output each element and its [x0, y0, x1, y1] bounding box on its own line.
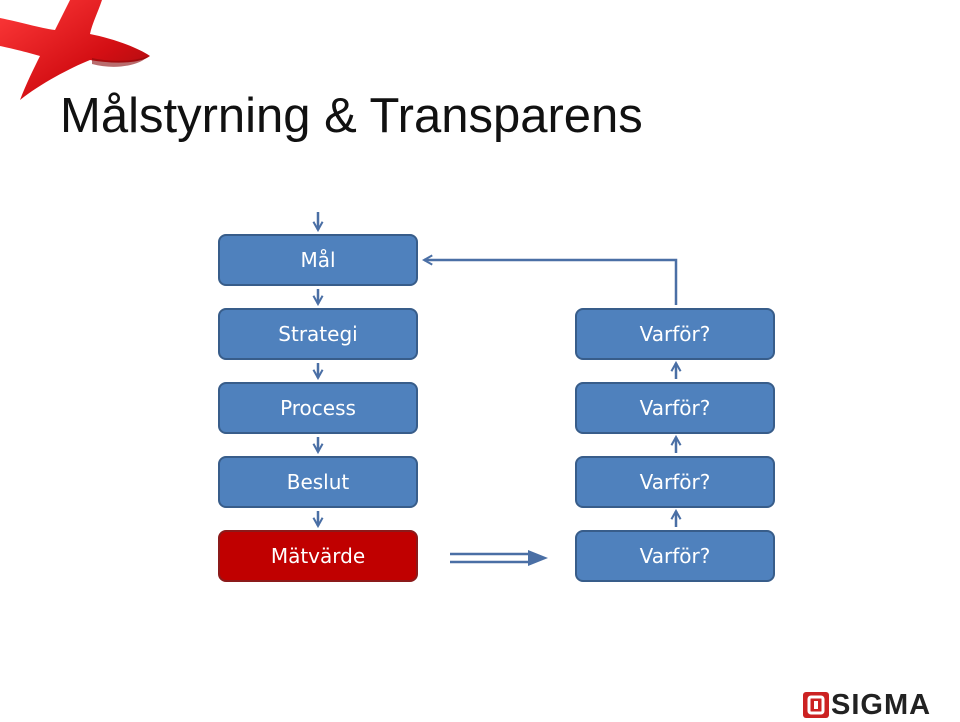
red-star-decoration: [0, 0, 150, 100]
double-arrow-head: [528, 550, 548, 566]
box-mal: Mål: [218, 234, 418, 286]
sigma-logo: SIGMA: [803, 690, 931, 720]
box-matvarde: Mätvärde: [218, 530, 418, 582]
box-varfor-1: Varför?: [575, 308, 775, 360]
page-title: Målstyrning & Transparens: [60, 89, 643, 143]
box-varfor-3: Varför?: [575, 456, 775, 508]
sigma-logo-text: SIGMA: [831, 689, 932, 721]
box-strategi: Strategi: [218, 308, 418, 360]
box-process: Process: [218, 382, 418, 434]
sigma-logo-icon: [803, 692, 829, 718]
box-varfor-4: Varför?: [575, 530, 775, 582]
arrow-feedback-to-mal: [424, 260, 678, 305]
box-varfor-2: Varför?: [575, 382, 775, 434]
box-beslut: Beslut: [218, 456, 418, 508]
